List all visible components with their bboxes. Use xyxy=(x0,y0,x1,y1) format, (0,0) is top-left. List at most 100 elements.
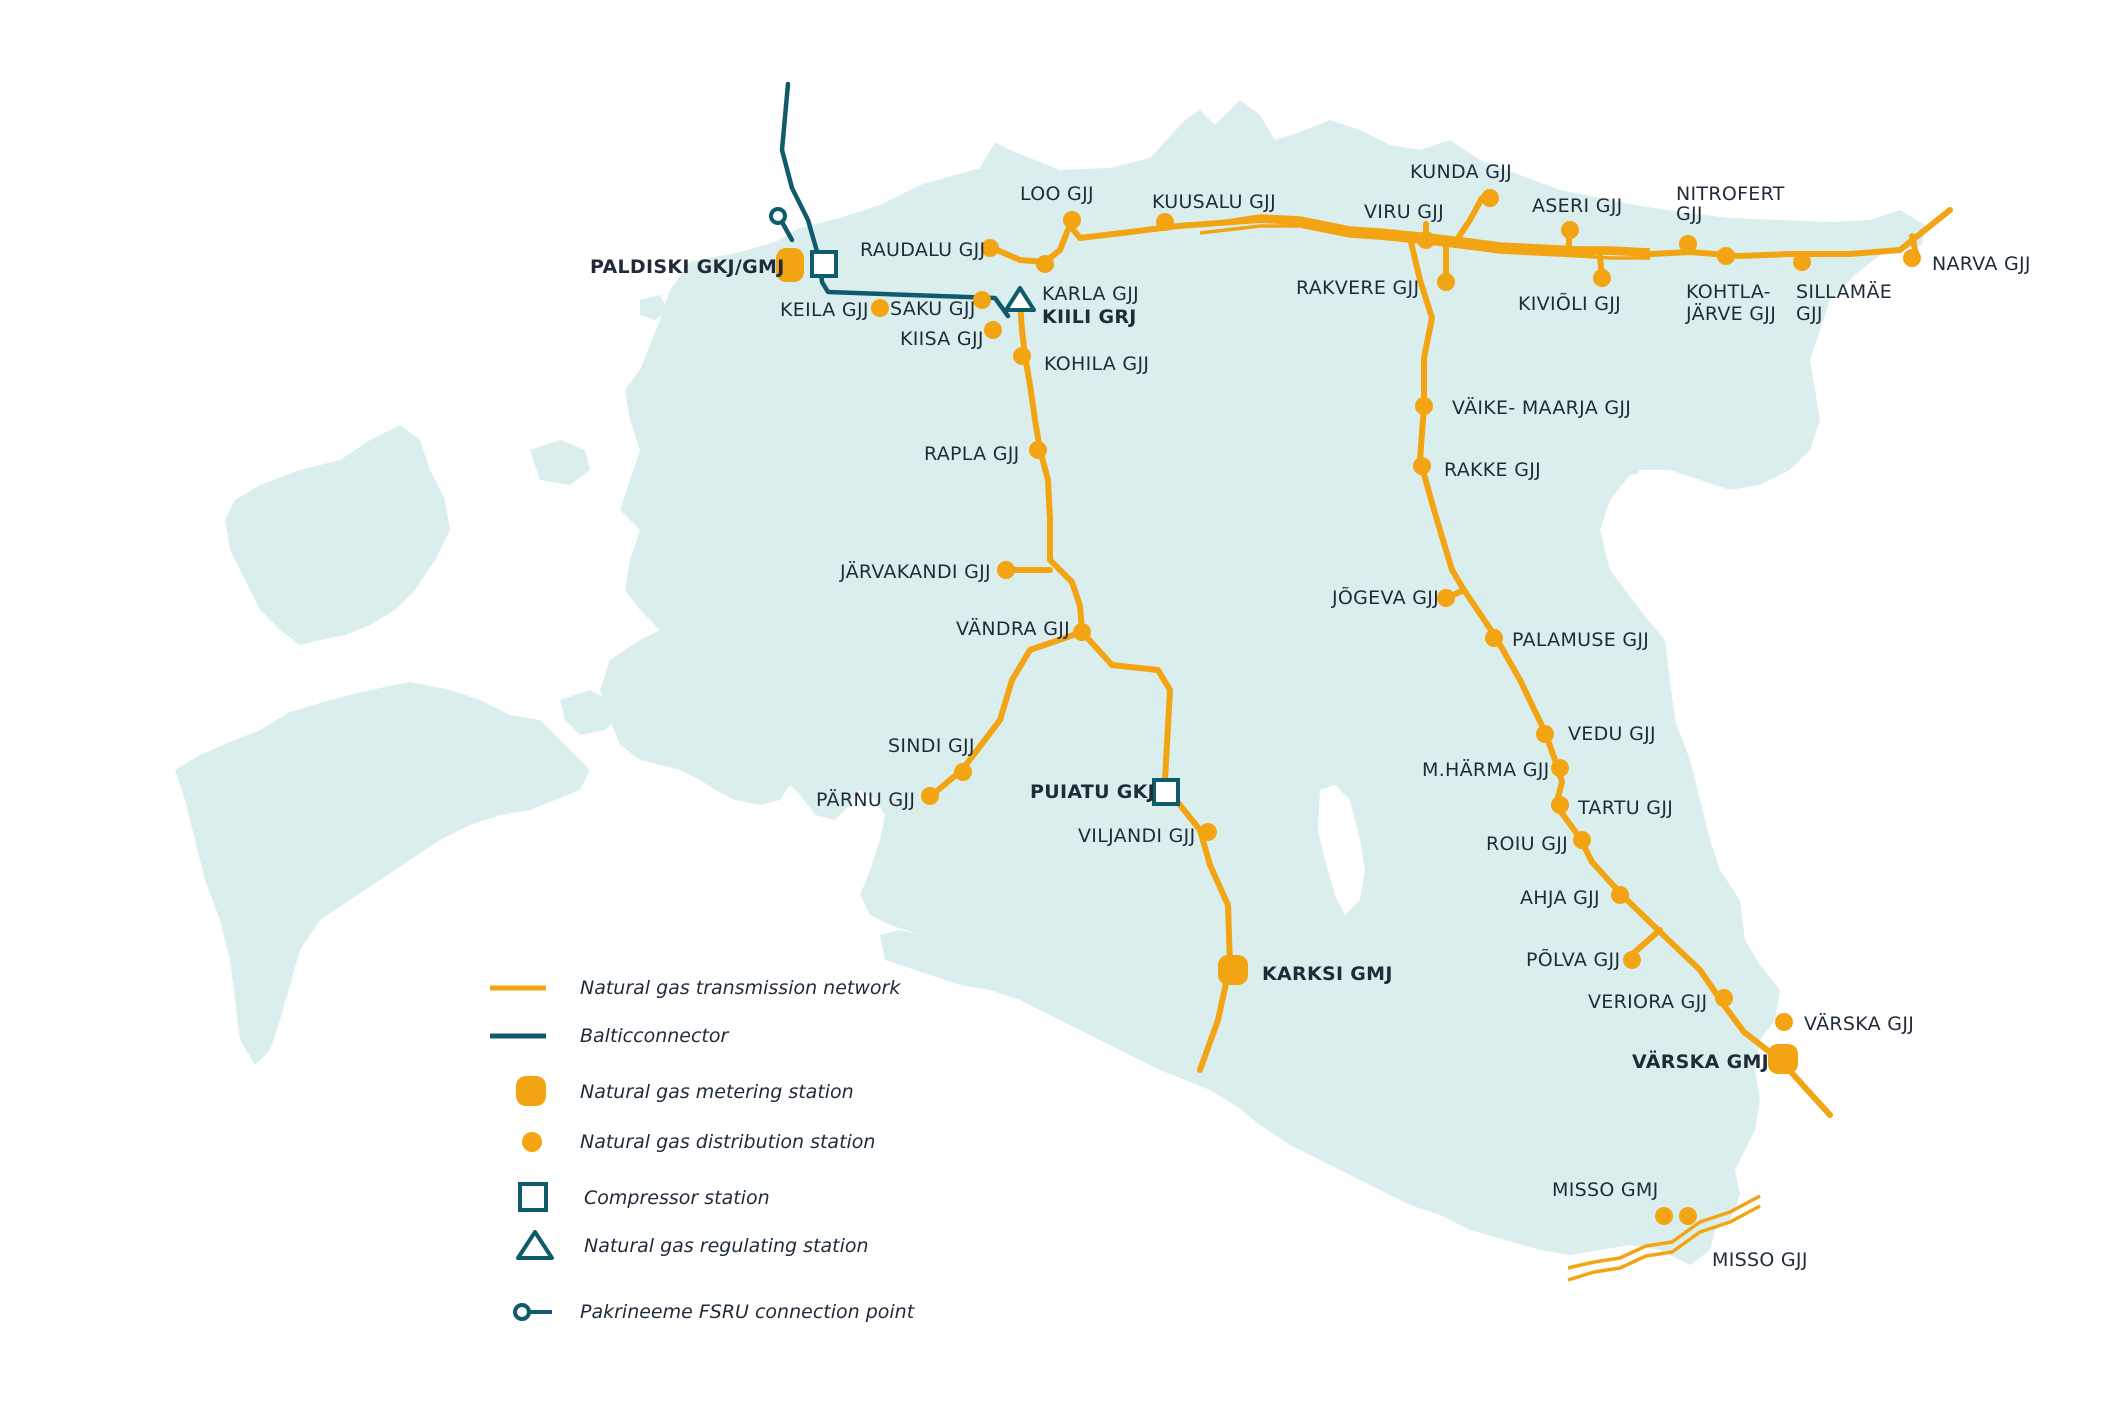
label-sindi: SINDI GJJ xyxy=(888,735,975,757)
label-karla: KARLA GJJ xyxy=(1042,283,1139,305)
vedu-dot xyxy=(1536,725,1554,743)
raudalu-dot xyxy=(981,239,999,257)
tartu-dot xyxy=(1551,796,1569,814)
label-kiisa: KIISA GJJ xyxy=(900,328,984,350)
stations xyxy=(776,189,1921,1225)
label-karksi: KARKSI GMJ xyxy=(1262,963,1393,985)
label-sillamae-2: GJJ xyxy=(1796,303,1823,325)
varska-dot xyxy=(1775,1013,1793,1031)
label-jogeva: JÕGEVA GJJ xyxy=(1331,586,1439,609)
loo-dot xyxy=(1063,211,1081,229)
fsru-connection-line xyxy=(779,219,795,243)
label-parnu: PÄRNU GJJ xyxy=(816,788,915,811)
label-veriora: VERIORA GJJ xyxy=(1588,991,1707,1013)
label-roiu: ROIU GJJ xyxy=(1486,833,1568,855)
paldiski-meter xyxy=(776,248,804,282)
fsru-connection-point xyxy=(769,207,787,225)
kuusalu-dot xyxy=(1156,213,1174,231)
nitrofert-dot xyxy=(1679,235,1697,253)
label-polva: PÕLVA GJJ xyxy=(1526,948,1620,971)
legend-compressor: Compressor station xyxy=(584,1187,770,1209)
label-ahja: AHJA GJJ xyxy=(1520,887,1600,909)
label-misso-gmj: MISSO GMJ xyxy=(1552,1179,1659,1201)
legend-distribution: Natural gas distribution station xyxy=(580,1131,875,1153)
polva-dot xyxy=(1623,951,1641,969)
label-raudalu: RAUDALU GJJ xyxy=(860,239,985,261)
legend-fsru-swatch xyxy=(513,1303,531,1321)
label-aseri: ASERI GJJ xyxy=(1532,195,1623,217)
label-keila: KEILA GJJ xyxy=(780,299,869,321)
rakke-dot xyxy=(1413,457,1431,475)
jogeva-dot xyxy=(1437,589,1455,607)
island-small-north xyxy=(640,295,668,320)
label-jarvakandi: JÄRVAKANDI GJJ xyxy=(839,560,991,583)
label-kivioli: KIVIÕLI GJJ xyxy=(1518,292,1621,315)
label-kohtla-1: KOHTLA- xyxy=(1686,281,1771,303)
label-kiili: KIILI GRJ xyxy=(1042,306,1137,328)
label-kohila: KOHILA GJJ xyxy=(1044,353,1149,375)
viljandi-dot xyxy=(1199,823,1217,841)
sindi-dot xyxy=(954,763,972,781)
pipe-misso-a xyxy=(1567,1194,1761,1270)
station-labels: PALDISKI GKJ/GMJ KEILA GJJ SAKU GJJ KIIS… xyxy=(590,161,2031,1271)
label-sillamae-1: SILLAMÄE xyxy=(1796,280,1892,303)
label-viljandi: VILJANDI GJJ xyxy=(1078,825,1195,847)
pipe-kunda-branch xyxy=(1455,195,1485,241)
misso-gjj-dot xyxy=(1679,1207,1697,1225)
label-saku: SAKU GJJ xyxy=(890,298,976,320)
saku-dot xyxy=(973,291,991,309)
vandra-dot xyxy=(1073,623,1091,641)
pipe-misso-b xyxy=(1567,1204,1761,1282)
label-narva: NARVA GJJ xyxy=(1932,253,2031,275)
label-kunda: KUNDA GJJ xyxy=(1410,161,1512,183)
label-kuusalu: KUUSALU GJJ xyxy=(1152,191,1276,213)
palamuse-dot xyxy=(1485,629,1503,647)
label-palamuse: PALAMUSE GJJ xyxy=(1512,629,1649,651)
label-vaike-maarja: VÄIKE- MAARJA GJJ xyxy=(1452,396,1631,419)
jarvakandi-dot xyxy=(997,561,1015,579)
rakvere-dot xyxy=(1437,273,1455,291)
island-saaremaa xyxy=(175,682,590,1065)
legend-regulating: Natural gas regulating station xyxy=(584,1235,869,1257)
parnu-dot xyxy=(921,787,939,805)
kohtla-dot xyxy=(1717,247,1735,265)
puiatu-compressor xyxy=(1152,778,1180,806)
aseri-dot xyxy=(1561,221,1579,239)
legend-compressor-swatch xyxy=(518,1182,548,1212)
label-misso-gjj: MISSO GJJ xyxy=(1712,1249,1808,1271)
kiili-regulator xyxy=(1004,286,1036,312)
label-rakvere: RAKVERE GJJ xyxy=(1296,277,1419,299)
pipe-tallinn-ring xyxy=(987,219,1075,265)
label-puiatu: PUIATU GKJ xyxy=(1030,781,1155,803)
legend-transmission: Natural gas transmission network xyxy=(580,977,901,999)
island-hiiumaa xyxy=(225,425,450,645)
misso-gmj-dot xyxy=(1655,1207,1673,1225)
label-varska: VÄRSKA GJJ xyxy=(1804,1012,1914,1035)
lake-vortsjarv xyxy=(1318,785,1365,915)
kunda-dot xyxy=(1481,189,1499,207)
legend: Natural gas transmission network Balticc… xyxy=(490,977,916,1323)
vaike-maarja-dot xyxy=(1415,397,1433,415)
legend-fsru: Pakrineeme FSRU connection point xyxy=(580,1301,916,1323)
label-rakke: RAKKE GJJ xyxy=(1444,459,1541,481)
legend-metering: Natural gas metering station xyxy=(580,1081,854,1103)
paldiski-compressor xyxy=(810,250,838,278)
legend-distribution-swatch xyxy=(522,1132,542,1152)
varska-meter xyxy=(1768,1044,1798,1074)
label-kohtla-2: JÄRVE GJJ xyxy=(1685,302,1776,325)
viru-dot xyxy=(1417,231,1435,249)
mainland-estonia xyxy=(600,100,1925,1235)
label-loo: LOO GJJ xyxy=(1020,183,1094,205)
rapla-dot xyxy=(1029,441,1047,459)
label-tartu: TARTU GJJ xyxy=(1577,797,1673,819)
label-vandra: VÄNDRA GJJ xyxy=(956,617,1070,640)
label-vedu: VEDU GJJ xyxy=(1568,723,1656,745)
karla-dot xyxy=(1036,255,1054,273)
ahja-dot xyxy=(1611,886,1629,904)
kohila-dot xyxy=(1013,347,1031,365)
label-nitrofert-2: GJJ xyxy=(1676,203,1703,225)
roiu-dot xyxy=(1573,831,1591,849)
label-mharma: M.HÄRMA GJJ xyxy=(1422,758,1550,781)
sillamae-dot xyxy=(1793,253,1811,271)
